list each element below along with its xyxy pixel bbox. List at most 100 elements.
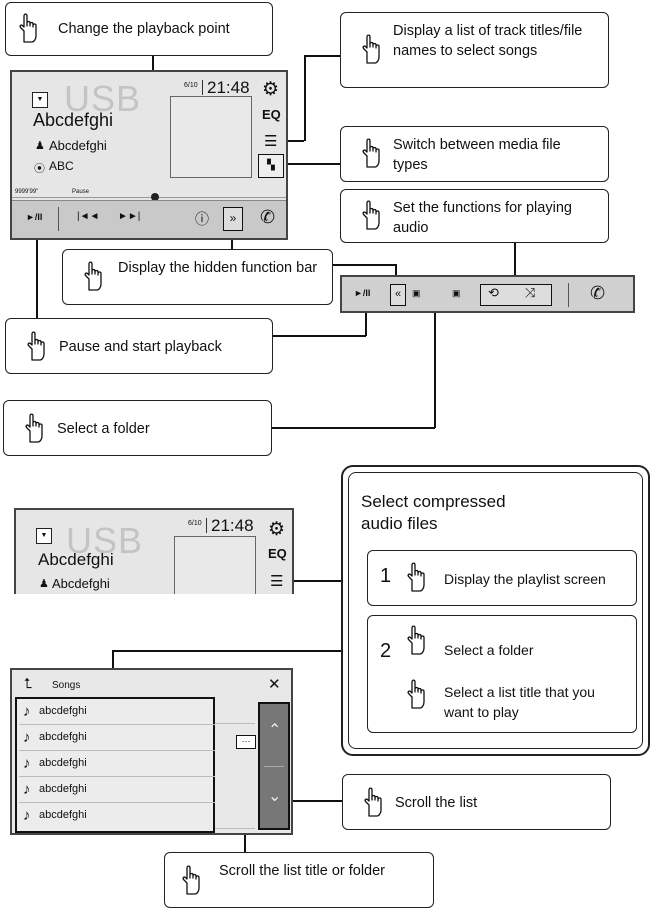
callout-playback-point: Change the playback point	[5, 2, 273, 56]
list-header: Songs	[52, 680, 81, 691]
list-item[interactable]: ♪ abcdefghi	[19, 751, 215, 777]
step-1-box: 1 Display the playlist screen	[367, 550, 637, 606]
eq-button[interactable]: EQ	[268, 546, 287, 561]
next-track-icon[interactable]: ►►|	[118, 211, 141, 222]
step-2-box: 2 Select a folder Select a list title th…	[367, 615, 637, 733]
list-item[interactable]: ♪ abcdefghi	[19, 725, 215, 751]
source-dropdown[interactable]: ▼	[36, 528, 52, 544]
callout-text: Change the playback point	[58, 21, 230, 37]
play-pause-icon[interactable]: ►/II	[354, 288, 371, 298]
phone-icon[interactable]: ✆	[260, 207, 276, 227]
music-note-icon: ♪	[23, 729, 31, 746]
connector-line	[273, 335, 366, 337]
list-icon[interactable]: ☰	[270, 573, 284, 590]
media-type-icon[interactable]: ▚	[258, 154, 284, 178]
hand-touch-icon	[359, 137, 383, 171]
connector-line	[112, 650, 366, 652]
track-title: Abcdefghi	[33, 110, 114, 130]
back-icon[interactable]: ⮤	[24, 675, 33, 691]
scroll-up-button[interactable]: ⌃	[268, 722, 282, 739]
artist-icon: ♟	[39, 578, 49, 590]
artist-name: Abcdefghi	[52, 576, 110, 591]
list-frame: ♪ abcdefghi ♪ abcdefghi ♪ abcdefghi ♪ ab…	[15, 697, 215, 833]
folder-next-icon[interactable]: ▣	[452, 288, 461, 298]
hand-touch-icon	[22, 412, 46, 446]
more-button[interactable]: ···	[236, 735, 256, 749]
callout-text: Select a folder	[57, 421, 150, 437]
repeat-icon[interactable]: ⟲	[488, 285, 499, 300]
music-note-icon: ♪	[23, 807, 31, 824]
clock-divider	[206, 518, 207, 533]
connector-line	[332, 264, 396, 266]
hand-touch-icon	[359, 33, 383, 67]
settings-gear-icon[interactable]: ⚙	[262, 79, 280, 100]
list-item[interactable]: ♪ abcdefghi	[19, 699, 215, 725]
prev-track-icon[interactable]: |◄◄	[77, 211, 100, 222]
step-number: 1	[380, 565, 392, 587]
close-icon[interactable]: ✕	[268, 676, 281, 693]
scroll-down-button[interactable]: ⌄	[268, 788, 282, 805]
repeat-shuffle-group	[480, 284, 552, 306]
scroll-bar: ⌃ ⌄	[258, 702, 290, 830]
list-icon[interactable]: ☰	[264, 133, 278, 150]
hand-touch-icon	[81, 260, 105, 294]
hand-touch-icon	[24, 330, 48, 364]
hand-touch-icon	[404, 624, 428, 658]
expanded-function-bar: ►/II « ▣ ▣ ⟲ ⤨ ✆	[340, 275, 635, 313]
divider	[58, 207, 59, 231]
track-title: Abcdefghi	[38, 550, 114, 569]
progress-slider[interactable]	[12, 197, 286, 198]
phone-icon[interactable]: ✆	[590, 283, 606, 303]
callout-text: Scroll the list	[395, 795, 478, 811]
divider	[568, 283, 569, 307]
song-list-screen: ⮤ Songs ✕ ♪ abcdefghi ♪ abcdefghi ♪ abcd…	[10, 668, 293, 835]
source-watermark: USB	[66, 520, 144, 561]
connector-line	[36, 230, 38, 320]
album-art	[170, 96, 252, 178]
source-watermark: USB	[64, 78, 142, 119]
hand-touch-icon	[361, 786, 385, 820]
panel-inner-border	[348, 472, 643, 749]
shuffle-icon[interactable]: ⤨	[525, 285, 536, 300]
callout-pause-start: Pause and start playback	[5, 318, 273, 374]
playback-time: 9999'99"	[15, 189, 39, 195]
connector-line	[284, 140, 304, 142]
clock-divider	[202, 80, 203, 95]
panel-title: Select compressed audio files	[361, 492, 506, 533]
folder-prev-icon[interactable]: ▣	[412, 288, 421, 298]
settings-gear-icon[interactable]: ⚙	[268, 519, 286, 540]
artist-name: Abcdefghi	[49, 138, 107, 153]
list-item[interactable]: ♪ abcdefghi	[19, 803, 215, 829]
track-count: 6/10	[184, 82, 198, 89]
connector-line	[272, 427, 435, 429]
progress-knob[interactable]	[151, 193, 159, 201]
album-icon: ⦿	[34, 163, 45, 175]
list-item[interactable]: ♪ abcdefghi	[19, 777, 215, 803]
hand-touch-icon	[404, 561, 428, 595]
source-dropdown[interactable]: ▼	[32, 92, 48, 108]
artist-icon: ♟	[35, 140, 45, 152]
connector-line	[304, 55, 340, 57]
clock: 21:48	[207, 78, 250, 97]
hand-touch-icon	[359, 199, 383, 233]
eq-button[interactable]: EQ	[262, 107, 281, 122]
hand-touch-icon	[16, 12, 40, 46]
hand-touch-icon	[404, 678, 428, 712]
row-extension-lines	[215, 723, 255, 829]
callout-scroll-list: Scroll the list	[342, 774, 611, 830]
connector-line	[365, 300, 367, 336]
info-icon[interactable]: ⓘ	[195, 211, 209, 227]
compressed-audio-panel: Select compressed audio files 1 Display …	[341, 465, 650, 756]
connector-line	[231, 230, 233, 250]
song-title: abcdefghi	[39, 705, 87, 717]
collapse-icon[interactable]: «	[390, 284, 406, 306]
track-count: 6/10	[188, 520, 202, 527]
function-bar: ►/II |◄◄ ►►| ⓘ » ✆	[12, 200, 286, 238]
expand-icon[interactable]: »	[223, 207, 243, 231]
play-pause-icon[interactable]: ►/II	[26, 212, 43, 222]
music-note-icon: ♪	[23, 755, 31, 772]
step-number: 2	[380, 640, 392, 662]
album-art	[174, 536, 256, 594]
callout-hidden-bar: Display the hidden function bar	[62, 249, 333, 305]
song-title: abcdefghi	[39, 757, 87, 769]
